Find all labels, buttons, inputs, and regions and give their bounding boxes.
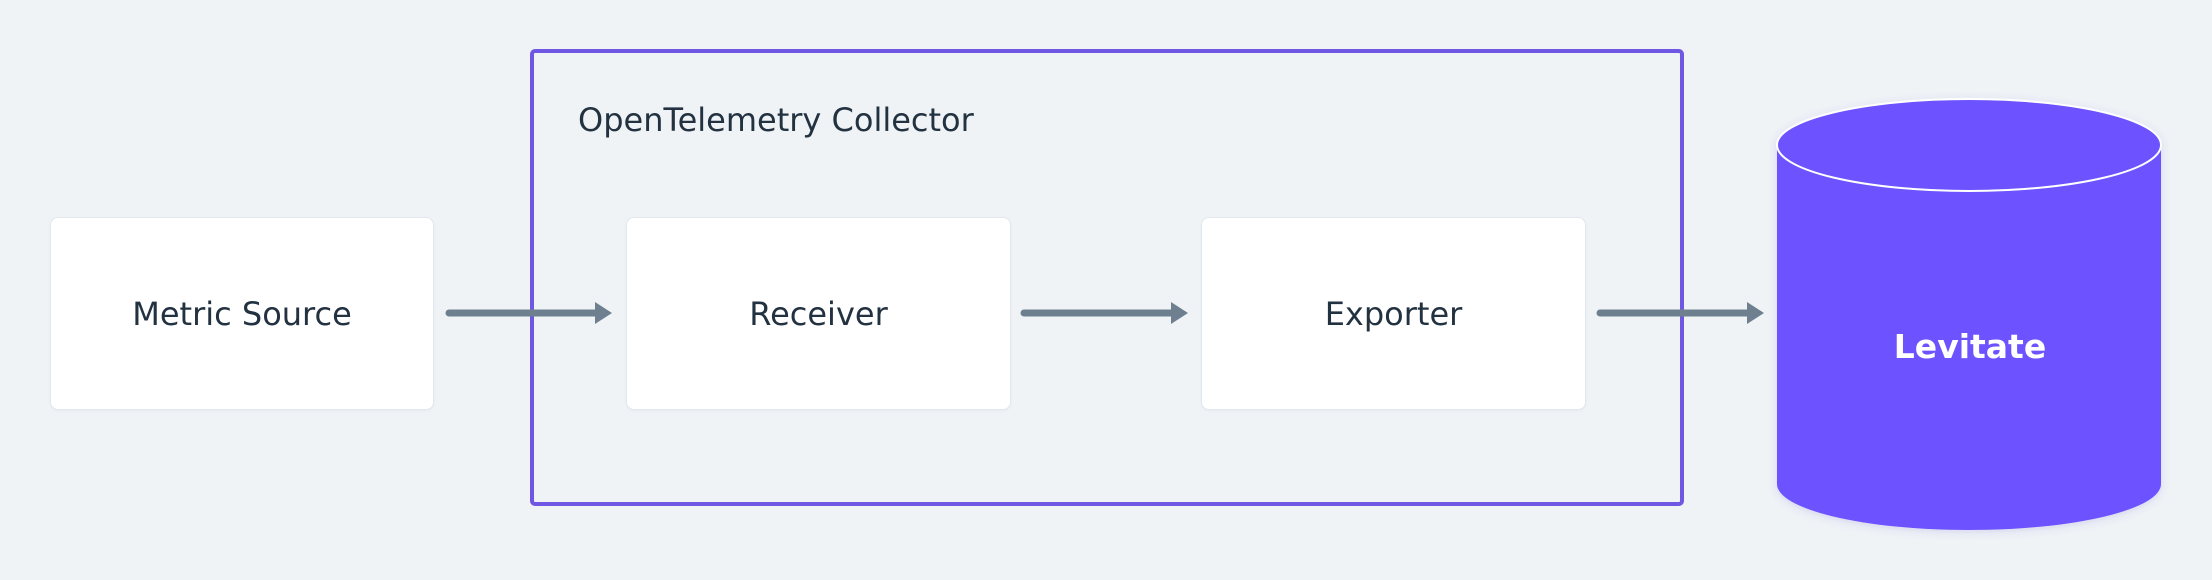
arrow-head-icon (1747, 302, 1764, 324)
database-cylinder-top (1776, 98, 2162, 192)
levitate-label: Levitate (1893, 327, 2047, 366)
metric-source-node: Metric Source (50, 217, 434, 410)
metric-source-label: Metric Source (132, 294, 352, 333)
opentelemetry-collector-boundary (530, 49, 1684, 506)
receiver-label: Receiver (749, 294, 888, 333)
receiver-node: Receiver (626, 217, 1011, 410)
exporter-node: Exporter (1201, 217, 1586, 410)
opentelemetry-collector-label: OpenTelemetry Collector (578, 101, 974, 139)
exporter-label: Exporter (1324, 294, 1463, 333)
